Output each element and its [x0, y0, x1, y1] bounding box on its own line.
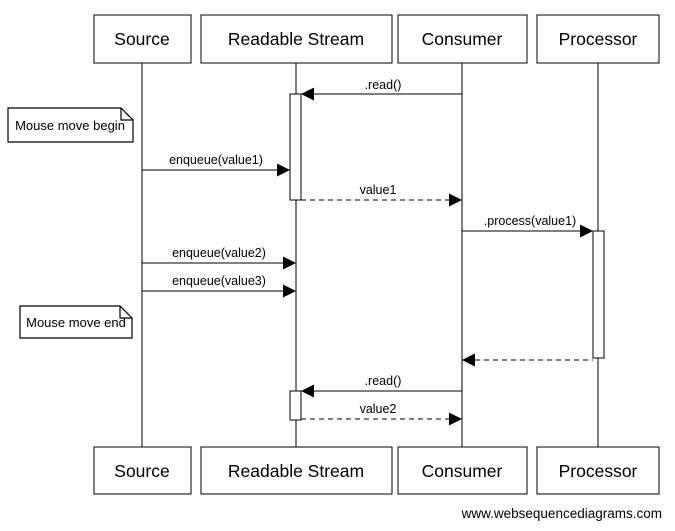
note-fold-icon: [120, 108, 133, 121]
participant-label-readable-stream: Readable Stream: [228, 29, 364, 49]
participant-box-readable-stream-top: Readable Stream: [200, 14, 393, 64]
watermark-text: www.websequencediagrams.com: [461, 506, 662, 521]
arrowhead-left-icon: [462, 353, 475, 367]
note-fold-icon: [119, 306, 132, 319]
message-label: enqueue(value3): [172, 274, 266, 288]
message-label: .read(): [365, 374, 402, 388]
participant-label-processor: Processor: [559, 461, 638, 481]
arrowhead-left-icon: [301, 384, 314, 398]
note-shape: [19, 305, 133, 339]
participant-box-source-bottom: Source: [93, 446, 192, 495]
message-label: enqueue(value2): [172, 246, 266, 260]
message-label: enqueue(value1): [169, 153, 263, 167]
message-label: value2: [360, 402, 397, 416]
participant-rect: [200, 14, 393, 64]
participant-box-consumer-top: Consumer: [397, 14, 528, 64]
participant-label-readable-stream: Readable Stream: [228, 461, 364, 481]
participant-box-processor-top: Processor: [536, 14, 660, 64]
activation-bar-readable-stream-2: [289, 390, 302, 421]
participant-label-processor: Processor: [559, 29, 638, 49]
message-enqueue-value3: enqueue(value3): [142, 274, 296, 298]
note-label: Mouse move begin: [15, 118, 125, 133]
message-value1-return: value1: [301, 183, 462, 207]
participant-label-consumer: Consumer: [422, 461, 503, 481]
activation-bar-readable-stream-1: [289, 93, 302, 201]
message-label: .process(value1): [484, 214, 576, 228]
arrowhead-right-icon: [283, 256, 296, 270]
arrowhead-left-icon: [301, 87, 314, 101]
message-read-2: .read(): [301, 374, 462, 398]
message-label: .read(): [365, 78, 402, 92]
participant-rect: [536, 14, 660, 64]
note-shape: [7, 107, 134, 143]
note-label: Mouse move end: [26, 315, 126, 330]
participant-box-readable-stream-bottom: Readable Stream: [200, 446, 393, 495]
activation-bar-processor: [592, 230, 605, 359]
arrowhead-right-icon: [283, 284, 296, 298]
participant-rect: [397, 446, 528, 495]
participant-box-consumer-bottom: Consumer: [397, 446, 528, 495]
arrowhead-right-icon: [277, 163, 290, 177]
participant-rect: [93, 14, 192, 64]
note-mouse-move-end: Mouse move end: [19, 305, 133, 339]
message-process-value1: .process(value1): [462, 214, 593, 238]
arrowhead-right-icon: [580, 224, 593, 238]
arrowhead-right-icon: [449, 193, 462, 207]
participant-label-source: Source: [114, 29, 169, 49]
participant-rect: [397, 14, 528, 64]
participant-rect: [200, 446, 393, 495]
participant-box-processor-bottom: Processor: [536, 446, 660, 495]
message-process-return: [462, 353, 593, 367]
message-enqueue-value2: enqueue(value2): [142, 246, 296, 270]
participant-rect: [93, 446, 192, 495]
message-read-1: .read(): [301, 78, 462, 101]
message-label: value1: [360, 183, 397, 197]
message-value2-return: value2: [301, 402, 462, 426]
message-enqueue-value1: enqueue(value1): [142, 153, 290, 177]
note-mouse-move-begin: Mouse move begin: [7, 107, 134, 143]
participant-box-source-top: Source: [93, 14, 192, 64]
participant-rect: [536, 446, 660, 495]
participant-label-source: Source: [114, 461, 169, 481]
participant-label-consumer: Consumer: [422, 29, 503, 49]
arrowhead-right-icon: [449, 412, 462, 426]
